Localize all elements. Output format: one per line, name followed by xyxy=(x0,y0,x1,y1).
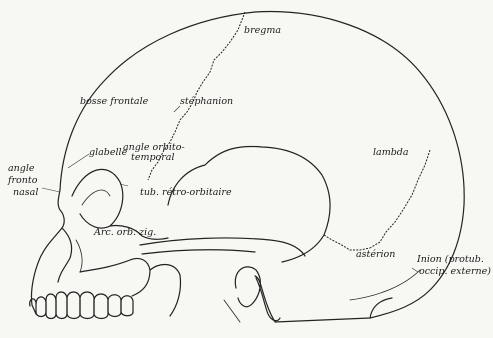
nasal-aperture xyxy=(76,240,82,272)
label-tub-retro-orbitaire: tub. rétro-orbitaire xyxy=(140,188,232,198)
label-glabelle: glabelle xyxy=(89,148,127,158)
label-inion-line2: occip. externe) xyxy=(419,267,491,277)
label-inion-line1: Inion (protub. xyxy=(417,255,484,265)
leader-glabelle xyxy=(68,154,89,168)
label-angle-fronto-nasal-line3: nasal xyxy=(13,188,38,198)
vault-inner-line xyxy=(350,270,420,300)
orbit-inner xyxy=(82,190,110,205)
label-bosse-frontale: bosse frontale xyxy=(80,97,148,107)
zygomatic-arch-lower xyxy=(142,250,255,254)
teeth xyxy=(30,292,133,319)
label-stephanion: stéphanion xyxy=(180,97,233,107)
leader-inion xyxy=(412,268,418,272)
leader-fronto-nasal xyxy=(42,188,60,192)
nasal-bone xyxy=(58,228,72,282)
label-arc-orb-zig: Arc. orb. zig. xyxy=(94,228,156,238)
label-angle-fronto-nasal-line2: fronto xyxy=(8,176,37,186)
parietomastoid-suture xyxy=(324,235,370,250)
temporal-squama xyxy=(168,146,330,262)
label-lambda: lambda xyxy=(373,148,409,158)
label-angle-orbito-temporal-line2: temporal xyxy=(131,153,175,163)
label-angle-fronto-nasal-line1: angle xyxy=(8,164,35,174)
external-ear-meatus xyxy=(235,267,260,307)
label-asterion: astérion xyxy=(356,250,395,260)
styloid-process xyxy=(224,300,240,322)
cranial-vault-outline xyxy=(60,12,464,322)
orbit-rim xyxy=(72,169,123,228)
label-bregma: bregma xyxy=(244,26,281,36)
lambdoid-suture xyxy=(370,150,430,248)
zygomatic-arch xyxy=(140,238,305,256)
mandible-ramus xyxy=(150,265,181,316)
maxilla xyxy=(80,258,150,296)
mastoid-process xyxy=(256,278,280,321)
